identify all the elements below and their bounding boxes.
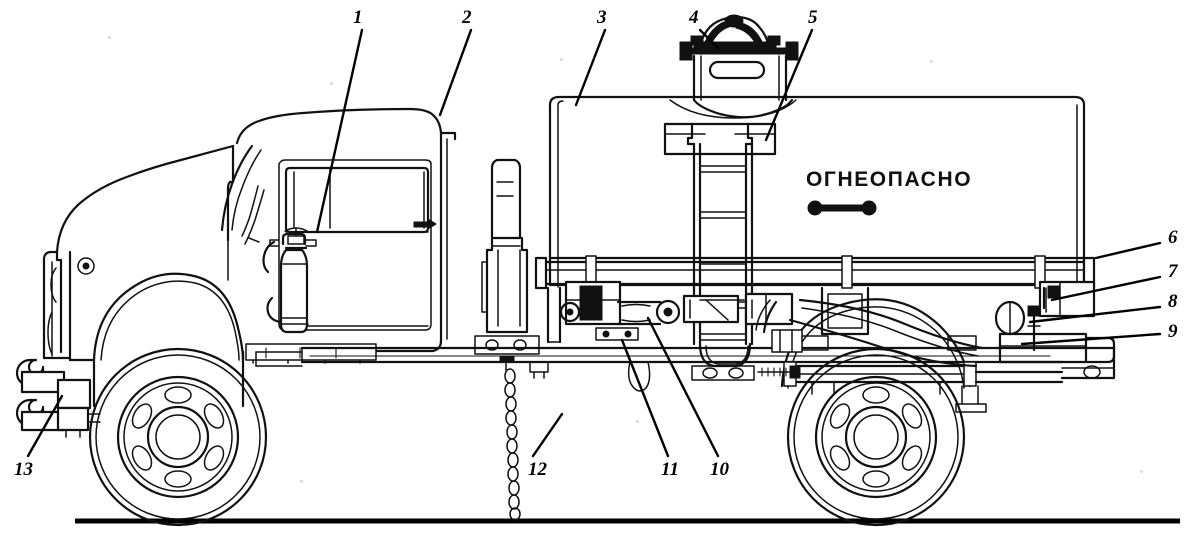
hazard-label-огнеопасно: ОГНЕОПАСНО (806, 168, 972, 191)
front-end-bodywork (42, 250, 72, 360)
callout-label-2: 2 (462, 7, 472, 28)
callout-label-7: 7 (1168, 261, 1178, 282)
hazard-bar-symbol (807, 200, 877, 216)
scan-speck (330, 82, 333, 85)
fire-extinguisher (262, 227, 317, 334)
callout-label-12: 12 (528, 459, 547, 480)
scan-speck (1140, 470, 1143, 473)
front-wheel (88, 347, 268, 527)
callout-label-8: 8 (1168, 291, 1178, 312)
callout-label-13: 13 (14, 459, 33, 480)
mid-chassis-fittings (755, 299, 803, 379)
callout-label-10: 10 (710, 459, 729, 480)
scan-speck (636, 420, 639, 423)
callout-label-9: 9 (1168, 321, 1178, 342)
equipment-cabinet (474, 158, 540, 355)
callout-label-3: 3 (597, 7, 607, 28)
scan-speck (108, 36, 111, 39)
filler-hatch (669, 14, 799, 119)
rear-discharge-assembly (788, 280, 1116, 413)
callout-label-6: 6 (1168, 227, 1178, 248)
truck-cab (220, 107, 457, 364)
rear-suspension (783, 335, 1064, 395)
callout-label-1: 1 (353, 7, 363, 28)
engine-hood (55, 144, 245, 408)
rear-wheel (786, 347, 966, 527)
scan-speck (930, 60, 933, 63)
tank-saddles (546, 286, 1046, 344)
tank-body: ОГНЕОПАСНО (534, 95, 1096, 290)
scan-speck (300, 480, 303, 483)
chassis-frame (255, 346, 1116, 380)
grounding-chain (499, 355, 549, 521)
callout-leader-lines (26, 28, 1162, 458)
front-tow-hooks (15, 358, 101, 438)
callout-label-4: 4 (689, 7, 699, 28)
callout-label-5: 5 (808, 7, 818, 28)
underbody-equipment (559, 280, 794, 392)
scan-speck (560, 58, 563, 61)
callout-label-11: 11 (661, 459, 679, 480)
